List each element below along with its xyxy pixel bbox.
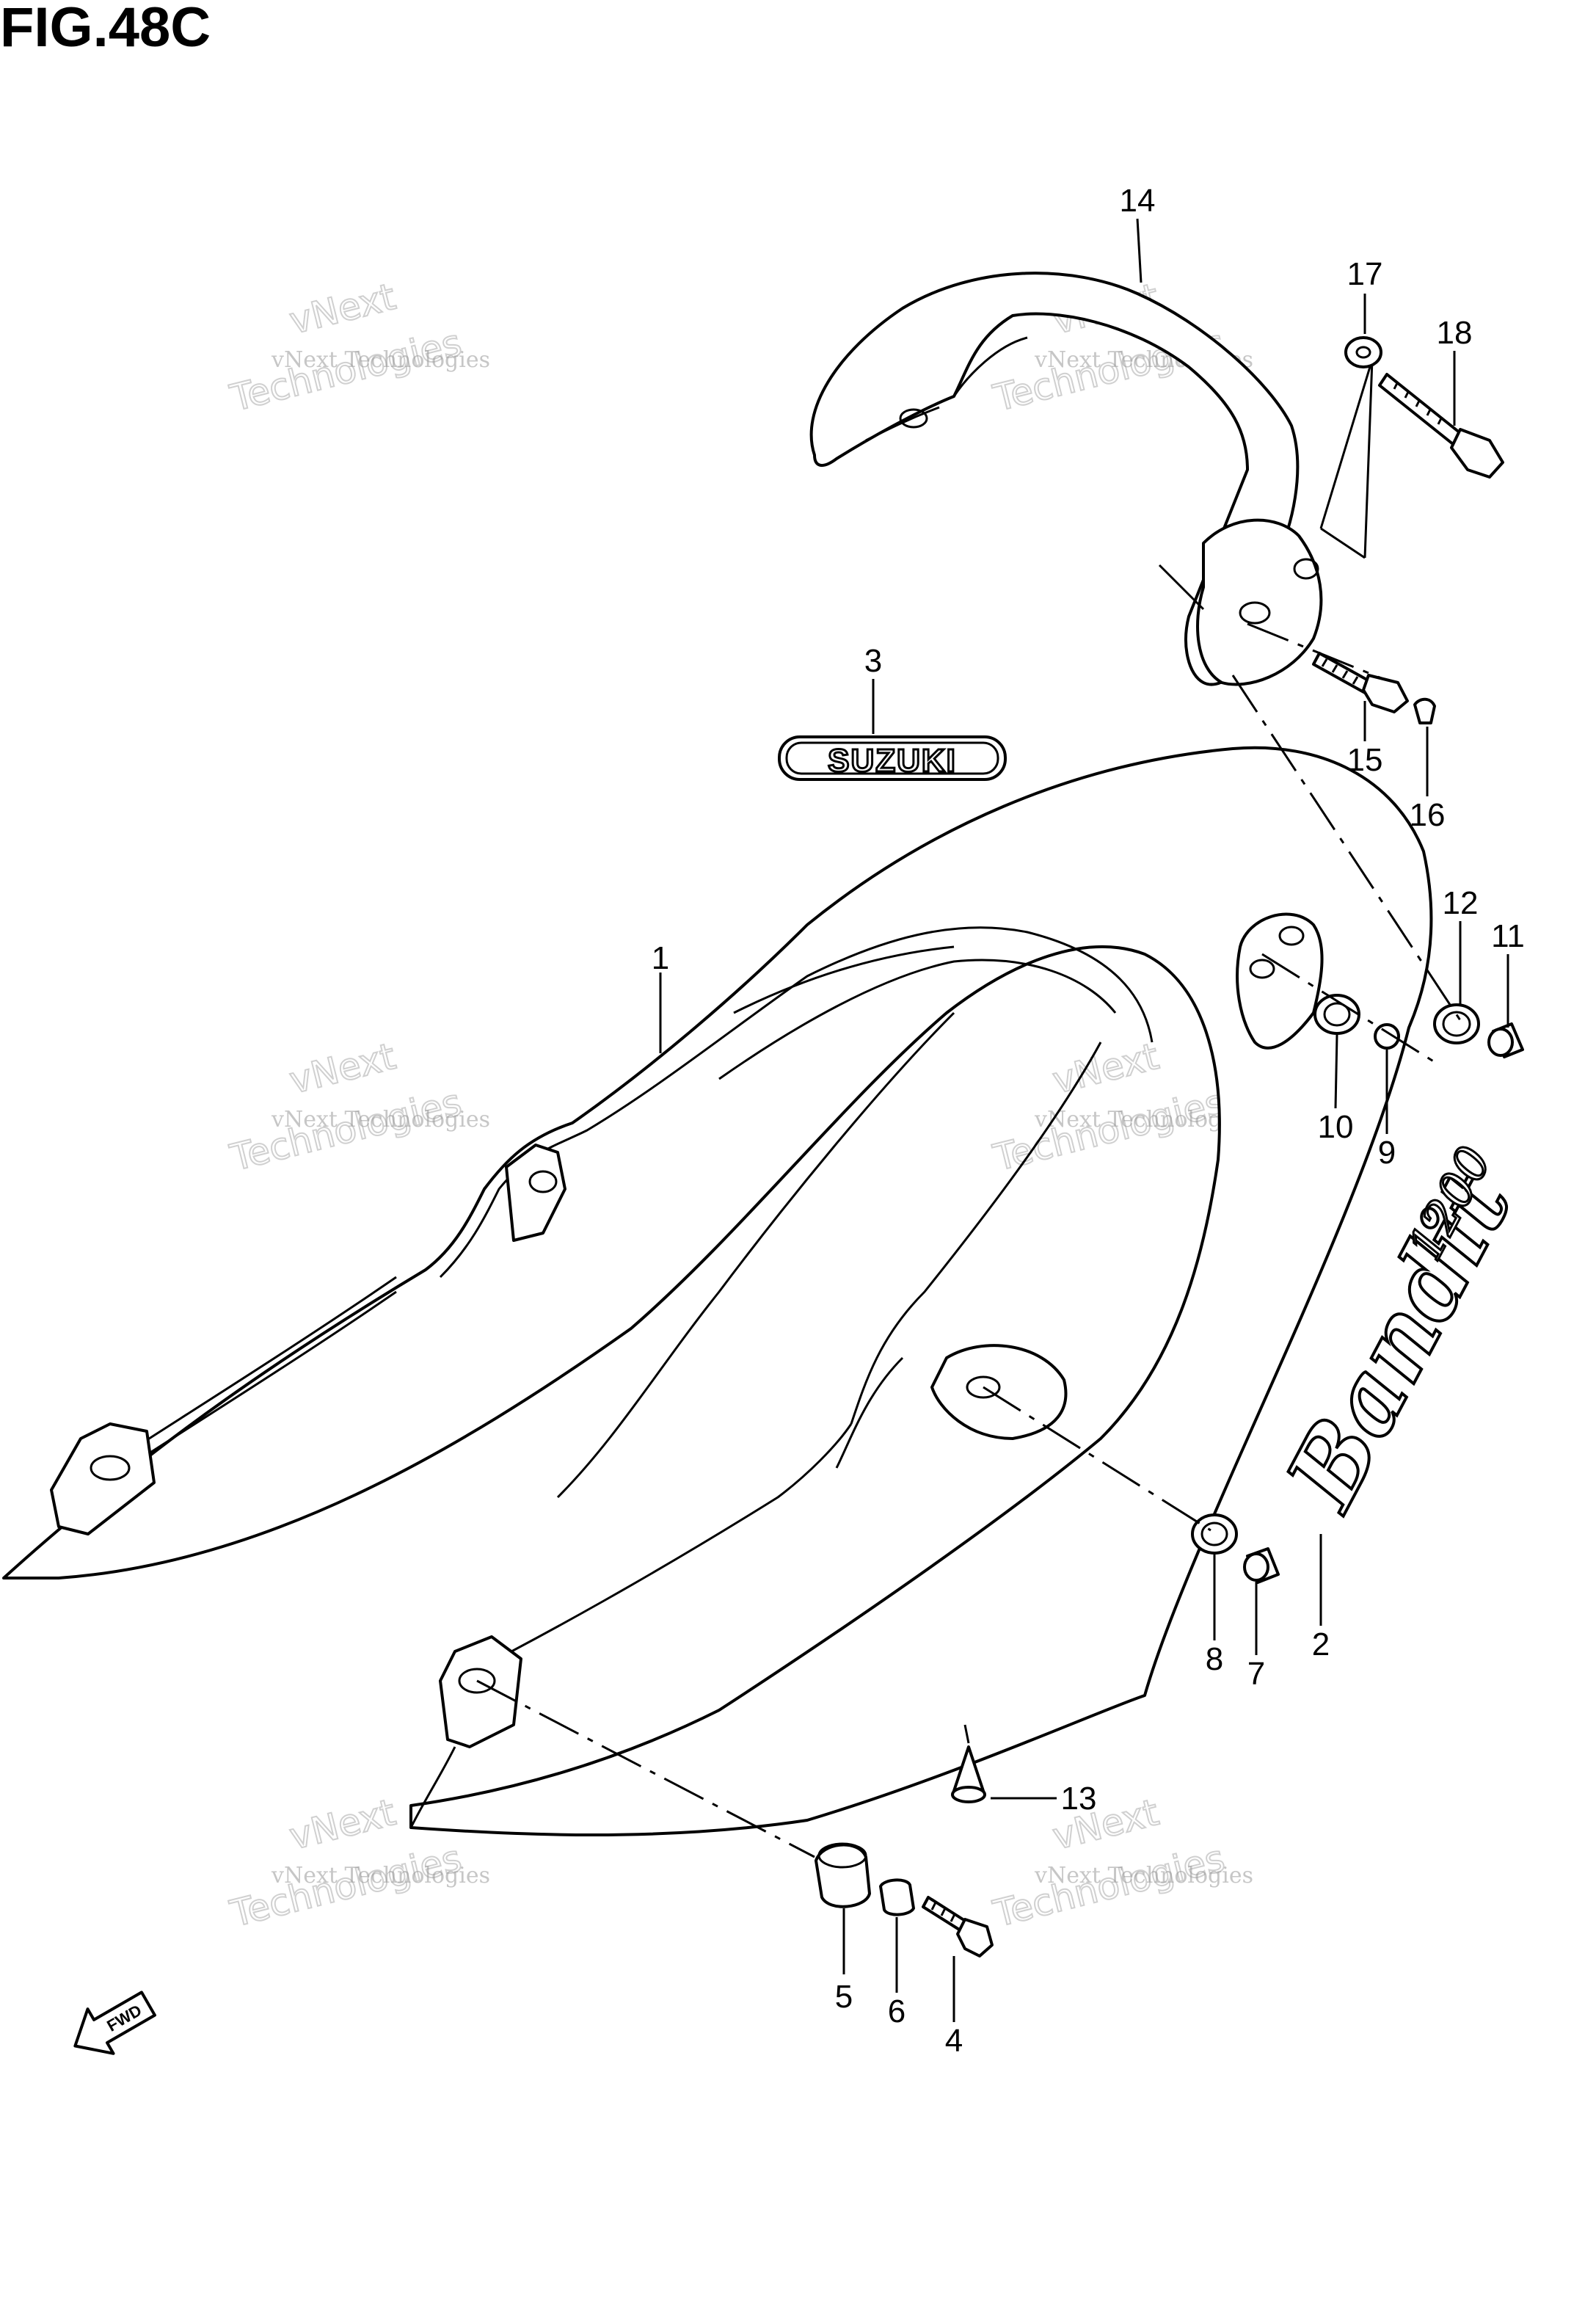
bolt-4-part	[922, 1896, 994, 1957]
callout-17: 17	[1347, 256, 1383, 292]
callout-labels: 1 2 3 4 5 6 7 8 9 10 11 12 13 14 15 16 1…	[652, 183, 1525, 2059]
emblem-text: SUZUKI	[828, 743, 957, 779]
watermark-1: vNext Technologies vNext Technologies	[225, 275, 490, 421]
callout-11: 11	[1491, 918, 1525, 954]
svg-text:vNext Technologies: vNext Technologies	[271, 347, 490, 373]
washer-17-part	[1344, 336, 1382, 368]
watermark-6: vNext Technologies vNext Technologies	[988, 1790, 1253, 1936]
callout-14: 14	[1120, 183, 1156, 219]
suzuki-emblem-part: SUZUKI	[778, 735, 1007, 781]
collar-7-part	[1243, 1547, 1280, 1584]
callout-15: 15	[1347, 742, 1383, 778]
fwd-arrow: FWD	[73, 1991, 156, 2055]
grommet-5-part	[815, 1842, 871, 1908]
watermark-3: vNext Technologies vNext Technologies	[225, 1034, 490, 1180]
callout-10: 10	[1318, 1109, 1354, 1145]
svg-text:vNext: vNext	[1049, 1035, 1163, 1102]
svg-text:vNext Technologies: vNext Technologies	[1034, 1863, 1253, 1889]
svg-text:vNext: vNext	[285, 1791, 400, 1858]
grommet-12-part	[1433, 1003, 1480, 1044]
clip-13-part	[951, 1745, 986, 1803]
callout-7: 7	[1247, 1656, 1265, 1692]
collar-11-part	[1487, 1022, 1524, 1058]
assembly-lines	[476, 622, 1462, 1858]
callout-1: 1	[652, 940, 669, 976]
bolt-15-part	[1312, 652, 1409, 713]
collar-6-part	[879, 1878, 915, 1916]
figure-title: FIG.48C	[0, 0, 211, 59]
collar-9-part	[1374, 1023, 1400, 1050]
svg-text:vNext: vNext	[285, 1035, 400, 1102]
callout-3: 3	[864, 643, 882, 679]
svg-text:vNext Technologies: vNext Technologies	[271, 1863, 490, 1889]
leader-lines	[659, 218, 1509, 2022]
callout-16: 16	[1410, 797, 1446, 833]
callout-5: 5	[835, 1979, 853, 2015]
callout-6: 6	[888, 1993, 906, 2029]
grommet-8-part	[1191, 1513, 1238, 1555]
callout-13: 13	[1061, 1781, 1097, 1817]
grab-handle-part	[809, 272, 1374, 686]
cap-16-part	[1413, 697, 1436, 724]
svg-text:vNext: vNext	[285, 275, 400, 343]
callout-4: 4	[945, 2023, 963, 2059]
callout-9: 9	[1378, 1135, 1396, 1171]
callout-8: 8	[1206, 1641, 1223, 1677]
seat-tail-cover-part	[2, 746, 1433, 1836]
callout-2: 2	[1312, 1626, 1330, 1662]
callout-12: 12	[1443, 885, 1479, 921]
callout-18: 18	[1437, 315, 1473, 351]
svg-text:vNext Technologies: vNext Technologies	[1034, 1107, 1253, 1133]
bolt-18-part	[1378, 373, 1504, 479]
svg-text:vNext Technologies: vNext Technologies	[271, 1107, 490, 1133]
